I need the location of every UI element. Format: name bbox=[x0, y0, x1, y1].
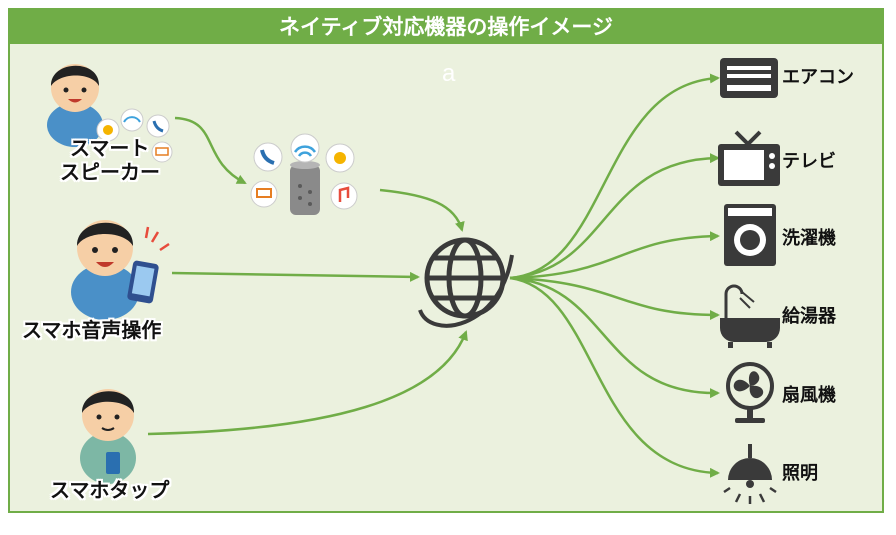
device-label-fan: 扇風機 bbox=[782, 385, 836, 406]
connector-voice-to-globe bbox=[171, 271, 420, 282]
washing-machine-icon bbox=[724, 204, 776, 266]
connector-globe-to-tv bbox=[509, 153, 720, 280]
stray-letter: a bbox=[442, 60, 456, 87]
person-speaker-user-icon bbox=[47, 64, 103, 147]
connector-hub-to-globe bbox=[379, 188, 465, 232]
smart-speaker-icon bbox=[250, 133, 358, 215]
tv-icon bbox=[718, 130, 780, 186]
bathtub-icon bbox=[720, 284, 780, 348]
ceiling-light-icon bbox=[723, 444, 777, 504]
connector-tap-to-globe bbox=[147, 330, 468, 436]
fan-icon bbox=[726, 362, 774, 423]
connector-globe-to-washer bbox=[509, 231, 720, 280]
device-label-washer: 洗濯機 bbox=[782, 228, 836, 249]
device-label-water-heater: 給湯器 bbox=[782, 306, 836, 327]
internet-globe-icon bbox=[418, 237, 514, 328]
device-label-tv: テレビ bbox=[782, 151, 836, 172]
connector-globe-to-light bbox=[509, 276, 720, 478]
device-label-aircon: エアコン bbox=[782, 67, 854, 88]
speech-bubbles-small-icon bbox=[96, 108, 173, 163]
input-label-speaker-line1: スマート bbox=[70, 136, 150, 160]
diagram-title: ネイティブ対応機器の操作イメージ bbox=[8, 8, 884, 44]
connector-globe-to-aircon bbox=[509, 73, 720, 280]
air-conditioner-icon bbox=[720, 58, 778, 98]
person-tap-user-icon bbox=[80, 389, 136, 484]
connector-globe-to-fan bbox=[509, 276, 720, 399]
input-label-tap: スマホタップ bbox=[50, 478, 170, 502]
connector-globe-to-bath bbox=[509, 276, 720, 320]
person-voice-user-icon bbox=[71, 220, 170, 320]
input-label-speaker-line2: スピーカー bbox=[60, 160, 160, 184]
connector-speaker-to-hub bbox=[174, 116, 247, 185]
input-label-voice: スマホ音声操作 bbox=[22, 318, 162, 342]
device-label-light: 照明 bbox=[782, 463, 818, 484]
